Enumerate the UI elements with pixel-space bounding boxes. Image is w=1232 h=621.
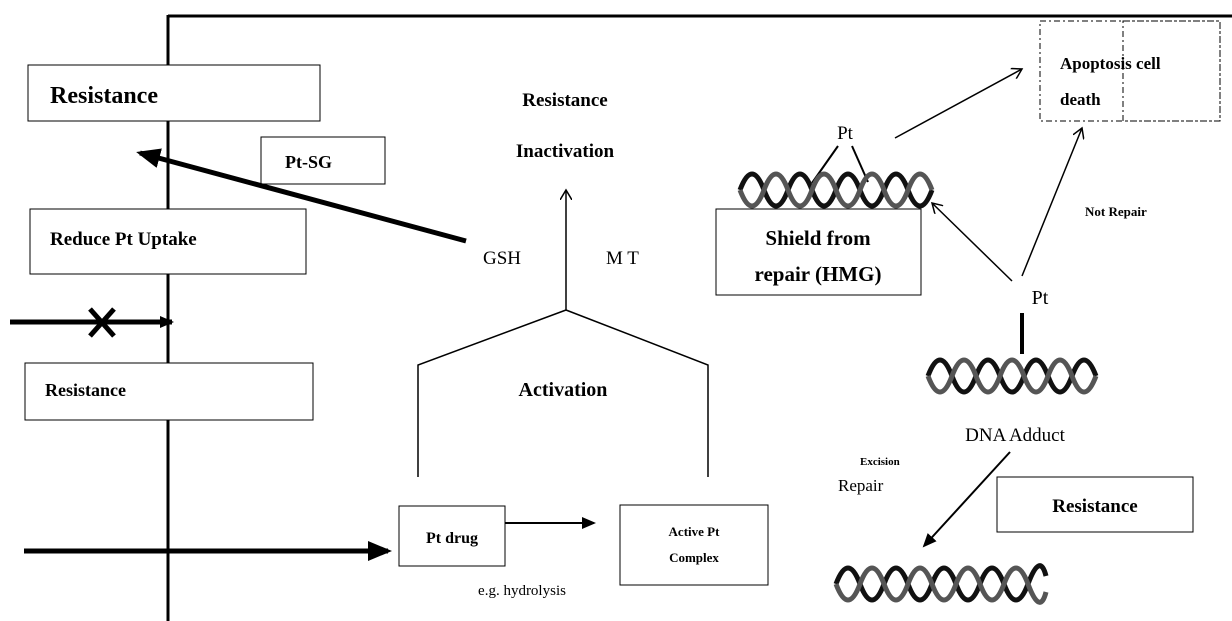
dna-helix-top-icon: [737, 171, 935, 209]
activation-branch-left: [417, 309, 567, 477]
apoptosis-box-extension: [1039, 20, 1221, 122]
hydrolysis-label: e.g. hydrolysis: [478, 583, 566, 599]
pt-right-label: Pt: [1032, 287, 1049, 309]
resistance-top-box: [27, 64, 321, 122]
active-pt-box: [619, 504, 769, 586]
apoptosis-label-line2: death: [1060, 90, 1101, 109]
shield-arrow: [932, 203, 1013, 282]
mt-label: M T: [606, 248, 639, 269]
block-x-icon: [88, 307, 116, 338]
not-repair-arrow: [1021, 128, 1082, 277]
repair-label: Repair: [838, 476, 884, 495]
reduce-uptake-box: [29, 208, 307, 275]
resistance-top-label: Resistance: [50, 83, 158, 109]
dna-repaired-helix-icon: [833, 563, 1049, 605]
active-pt-label-line1: Active Pt: [669, 524, 721, 539]
resistance-right-box: [996, 476, 1194, 533]
pt-drug-label: Pt drug: [426, 530, 478, 547]
resistance-right-label: Resistance: [1052, 496, 1137, 517]
activation-branch-right: [565, 309, 709, 477]
shield-box: [715, 208, 922, 296]
shield-label-line2: repair (HMG): [755, 262, 882, 286]
inactivation-label: Inactivation: [516, 141, 615, 162]
pt-sg-label: Pt-SG: [285, 152, 332, 172]
dna-adduct-helix-icon: [925, 357, 1099, 395]
activation-label: Activation: [519, 379, 608, 401]
pt-drug-box: [398, 505, 506, 567]
not-repair-label: Not Repair: [1085, 204, 1147, 219]
repair-arrow: [922, 451, 1011, 548]
apoptosis-box: [1122, 20, 1221, 122]
active-pt-label-line2: Complex: [669, 550, 719, 565]
resistance-center-label: Resistance: [522, 90, 607, 111]
reduce-uptake-label: Reduce Pt Uptake: [50, 229, 197, 250]
gsh-label: GSH: [483, 248, 521, 269]
apoptosis-label-line1: Apoptosis cell: [1060, 54, 1161, 73]
resistance-mid-label: Resistance: [45, 380, 126, 400]
dna-adduct-label: DNA Adduct: [965, 425, 1065, 446]
excision-label: Excision: [860, 456, 900, 468]
dna-to-apoptosis-arrow: [894, 69, 1022, 139]
pt-top-label: Pt: [837, 123, 854, 144]
resistance-mid-box: [24, 362, 314, 421]
shield-label-line1: Shield from: [765, 226, 871, 250]
efflux-arrow: [136, 148, 467, 244]
pt-sg-box: [260, 136, 386, 185]
